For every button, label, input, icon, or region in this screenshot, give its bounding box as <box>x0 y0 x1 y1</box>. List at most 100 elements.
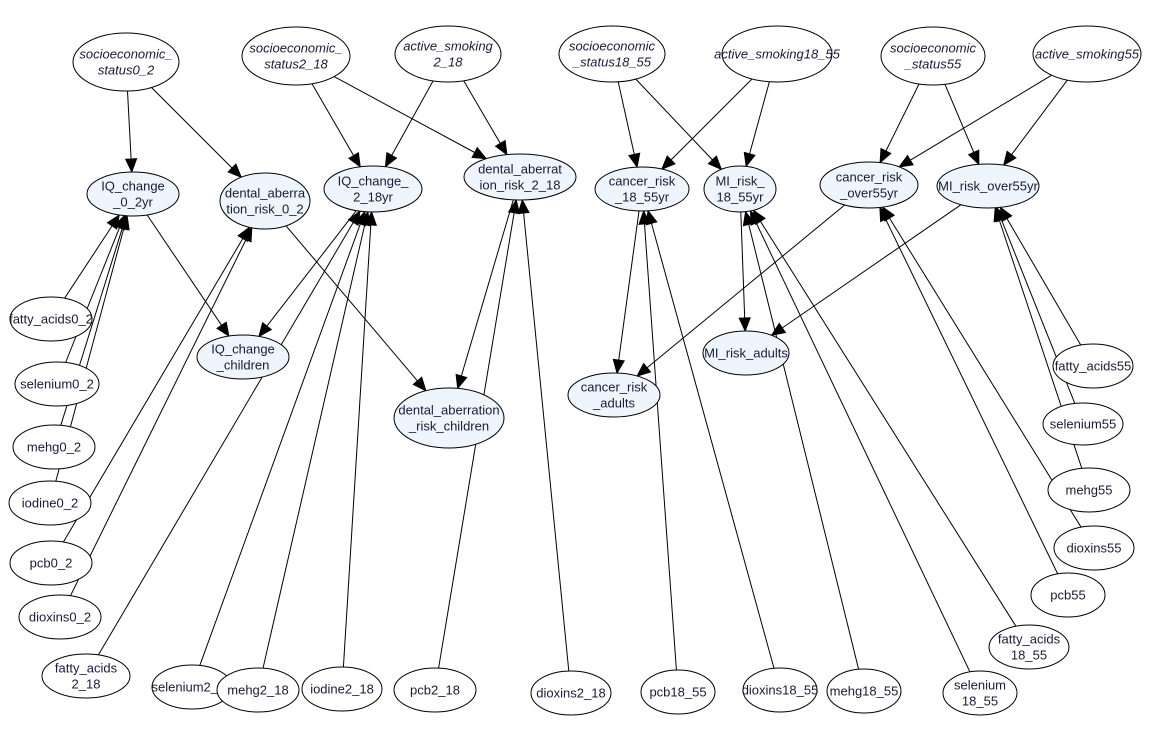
edge-dx2-18-to-dent2-18 <box>517 198 570 672</box>
node-ellipse[interactable] <box>41 653 131 699</box>
node-dx18-55[interactable]: dioxins18_55 <box>742 667 819 713</box>
node-fa0-2[interactable]: fatty_acids0_2 <box>9 296 93 342</box>
node-smk18-55[interactable]: active_smoking18_55 <box>714 25 841 83</box>
node-miadult[interactable]: MI_risk_adults <box>702 330 790 376</box>
node-label: pcb18_55 <box>649 685 706 700</box>
arrowhead-icon <box>898 154 914 168</box>
node-me55[interactable]: mehg55 <box>1047 467 1131 513</box>
node-ellipse[interactable] <box>530 670 612 716</box>
node-can55[interactable]: cancer_risk_over55yr <box>819 161 919 209</box>
node-ellipse[interactable] <box>196 334 290 380</box>
node-ellipse[interactable] <box>702 330 790 376</box>
node-ellipse[interactable] <box>14 361 100 407</box>
node-dx0-2[interactable]: dioxins0_2 <box>18 594 102 640</box>
node-ellipse[interactable] <box>323 165 423 213</box>
node-ellipse[interactable] <box>703 165 777 213</box>
node-iqchild[interactable]: IQ_change_children <box>196 334 290 380</box>
edge-fa18-55-to-mi18-55 <box>752 209 1017 627</box>
node-ellipse[interactable] <box>936 163 1040 209</box>
node-dx55[interactable]: dioxins55 <box>1053 525 1135 571</box>
node-ellipse[interactable] <box>880 26 986 86</box>
arrowhead-icon <box>645 209 658 226</box>
node-ellipse[interactable] <box>1053 525 1135 571</box>
node-label: dioxins0_2 <box>29 610 91 625</box>
node-ellipse[interactable] <box>86 171 180 217</box>
node-label: mehg55 <box>1066 483 1113 498</box>
node-ellipse[interactable] <box>72 32 180 92</box>
node-ellipse[interactable] <box>558 25 666 83</box>
edge-line <box>670 78 753 161</box>
node-label: tion_risk_0_2 <box>226 202 303 217</box>
node-ses18-55[interactable]: socioeconomic_status18_55 <box>558 25 666 83</box>
node-ellipse[interactable] <box>942 670 1018 716</box>
edge-line <box>199 223 361 666</box>
node-iq0-2[interactable]: IQ_change_0_2yr <box>86 171 180 217</box>
node-ellipse[interactable] <box>12 424 96 470</box>
node-ses2-18[interactable]: socioeconomic_status2_18 <box>241 26 351 86</box>
node-ellipse[interactable] <box>9 540 93 586</box>
node-iq2-18[interactable]: IQ_change_2_18yr <box>323 165 423 213</box>
node-se55[interactable]: selenium55 <box>1042 402 1124 446</box>
node-ellipse[interactable] <box>594 166 690 212</box>
edge-line <box>910 74 1052 161</box>
node-pcb2-18[interactable]: pcb2_18 <box>393 667 477 713</box>
node-ellipse[interactable] <box>393 667 477 713</box>
node-io2-18[interactable]: iodine2_18 <box>301 666 383 712</box>
node-ellipse[interactable] <box>567 372 661 418</box>
edge-line <box>1011 79 1068 155</box>
node-ellipse[interactable] <box>1047 467 1131 513</box>
node-smk55[interactable]: active_smoking55 <box>1032 25 1142 83</box>
node-me2-18[interactable]: mehg2_18 <box>216 667 300 713</box>
node-ellipse[interactable] <box>1052 343 1134 389</box>
node-pcb18-55[interactable]: pcb18_55 <box>640 669 716 715</box>
node-me0-2[interactable]: mehg0_2 <box>12 424 96 470</box>
node-dent0-2[interactable]: dental_aberration_risk_0_2 <box>219 172 311 230</box>
node-label: dental_aberration <box>398 403 499 418</box>
node-ellipse[interactable] <box>1032 25 1142 83</box>
node-ellipse[interactable] <box>393 387 505 449</box>
node-mi18-55[interactable]: MI_risk_18_55yr <box>703 165 777 213</box>
node-can18-55[interactable]: cancer_risk_18_55yr <box>594 166 690 212</box>
node-label: status2_18 <box>264 57 328 72</box>
node-pcb0-2[interactable]: pcb0_2 <box>9 540 93 586</box>
node-ellipse[interactable] <box>988 624 1070 670</box>
node-se2-18[interactable]: selenium2_18 <box>151 664 233 710</box>
node-label: socioeconomic_ <box>79 47 172 62</box>
node-dent2-18[interactable]: dental_aberration_risk_2_18 <box>463 153 577 201</box>
node-ellipse[interactable] <box>8 480 92 526</box>
node-ellipse[interactable] <box>241 26 351 86</box>
node-ellipse[interactable] <box>1042 402 1124 446</box>
edge-line <box>889 217 1082 528</box>
node-ellipse[interactable] <box>463 153 577 201</box>
node-label: _18_55yr <box>614 190 670 205</box>
node-dentchild[interactable]: dental_aberration_risk_children <box>393 387 505 449</box>
node-ellipse[interactable] <box>9 296 93 342</box>
node-se0-2[interactable]: selenium0_2 <box>14 361 100 407</box>
node-ellipse[interactable] <box>18 594 102 640</box>
node-ses0-2[interactable]: socioeconomic_status0_2 <box>72 32 180 92</box>
edge-line <box>782 204 962 329</box>
node-ellipse[interactable] <box>394 25 502 83</box>
node-fa55[interactable]: fatty_acids55 <box>1052 343 1134 389</box>
node-me18-55[interactable]: mehg18_55 <box>826 668 902 714</box>
node-io0-2[interactable]: iodine0_2 <box>8 480 92 526</box>
node-ellipse[interactable] <box>216 667 300 713</box>
node-ellipse[interactable] <box>721 25 833 83</box>
node-ellipse[interactable] <box>301 666 383 712</box>
node-ellipse[interactable] <box>1030 572 1106 618</box>
node-ellipse[interactable] <box>640 669 716 715</box>
node-mi55[interactable]: MI_risk_over55yr <box>936 163 1040 209</box>
arrowhead-icon <box>124 158 138 174</box>
node-ellipse[interactable] <box>219 172 311 230</box>
node-pcb55[interactable]: pcb55 <box>1030 572 1106 618</box>
node-ses55[interactable]: socioeconomic_status55 <box>880 26 986 86</box>
node-dx2-18[interactable]: dioxins2_18 <box>530 670 612 716</box>
node-ellipse[interactable] <box>742 667 818 713</box>
node-ellipse[interactable] <box>819 161 919 209</box>
node-canadult[interactable]: cancer_risk_adults <box>567 372 661 418</box>
node-ellipse[interactable] <box>826 668 902 714</box>
